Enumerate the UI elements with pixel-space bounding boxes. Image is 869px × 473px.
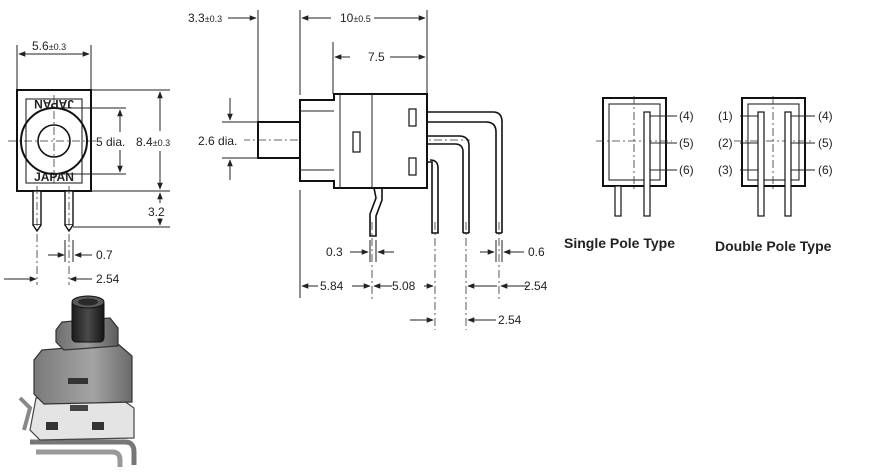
body-length-label: 7.5	[368, 50, 385, 64]
side-view: 3.3±0.3 10±0.5 7.5 2.6 dia.	[188, 10, 548, 330]
double-pole-title: Double Pole Type	[715, 238, 832, 254]
switch-illustration	[18, 295, 137, 467]
single-pole-schematic: (4) (5) (6) Single Pole Type	[564, 96, 694, 251]
side-body	[299, 93, 428, 189]
dim-a-label: 5.84	[320, 279, 344, 293]
front-view: 5.6±0.3 JAPAN JAPAN 5 dia. 8.4±0.3	[4, 39, 170, 286]
dim-b-label: 5.08	[392, 279, 416, 293]
dim-d-label: 2.54	[498, 313, 522, 327]
single-pin-4: (4)	[679, 109, 694, 123]
width-dim-label: 5.6±0.3	[32, 39, 66, 53]
double-pole-schematic: (1) (2) (3) (4) (5) (6) Double Pole Type	[715, 96, 833, 254]
actuator-circle-inner	[37, 124, 71, 158]
single-pin-5: (5)	[679, 136, 694, 150]
length-label: 10±0.5	[340, 11, 371, 25]
actuator-dia-label: 2.6 dia.	[198, 134, 237, 148]
double-pin-2: (2)	[718, 136, 733, 150]
pin-width-label: 0.7	[96, 248, 113, 262]
top-offset-label: 3.3±0.3	[188, 11, 222, 25]
double-pin-6: (6)	[818, 163, 833, 177]
pin-offset-label: 3.2	[148, 205, 165, 219]
side-terminals	[369, 111, 503, 237]
double-pin-3: (3)	[718, 163, 733, 177]
double-pin-4: (4)	[818, 109, 833, 123]
single-pin-6: (6)	[679, 163, 694, 177]
pin-pitch-label: 2.54	[96, 272, 120, 286]
double-pin-1: (1)	[718, 109, 733, 123]
dim-c-label: 2.54	[524, 279, 548, 293]
dia-label: 5 dia.	[96, 135, 125, 149]
double-pin-5: (5)	[818, 136, 833, 150]
height-dim-label: 8.4±0.3	[136, 135, 170, 149]
single-pole-title: Single Pole Type	[564, 235, 675, 251]
terminal-width-label: 0.6	[528, 245, 545, 259]
pin-thickness-label: 0.3	[326, 245, 343, 259]
